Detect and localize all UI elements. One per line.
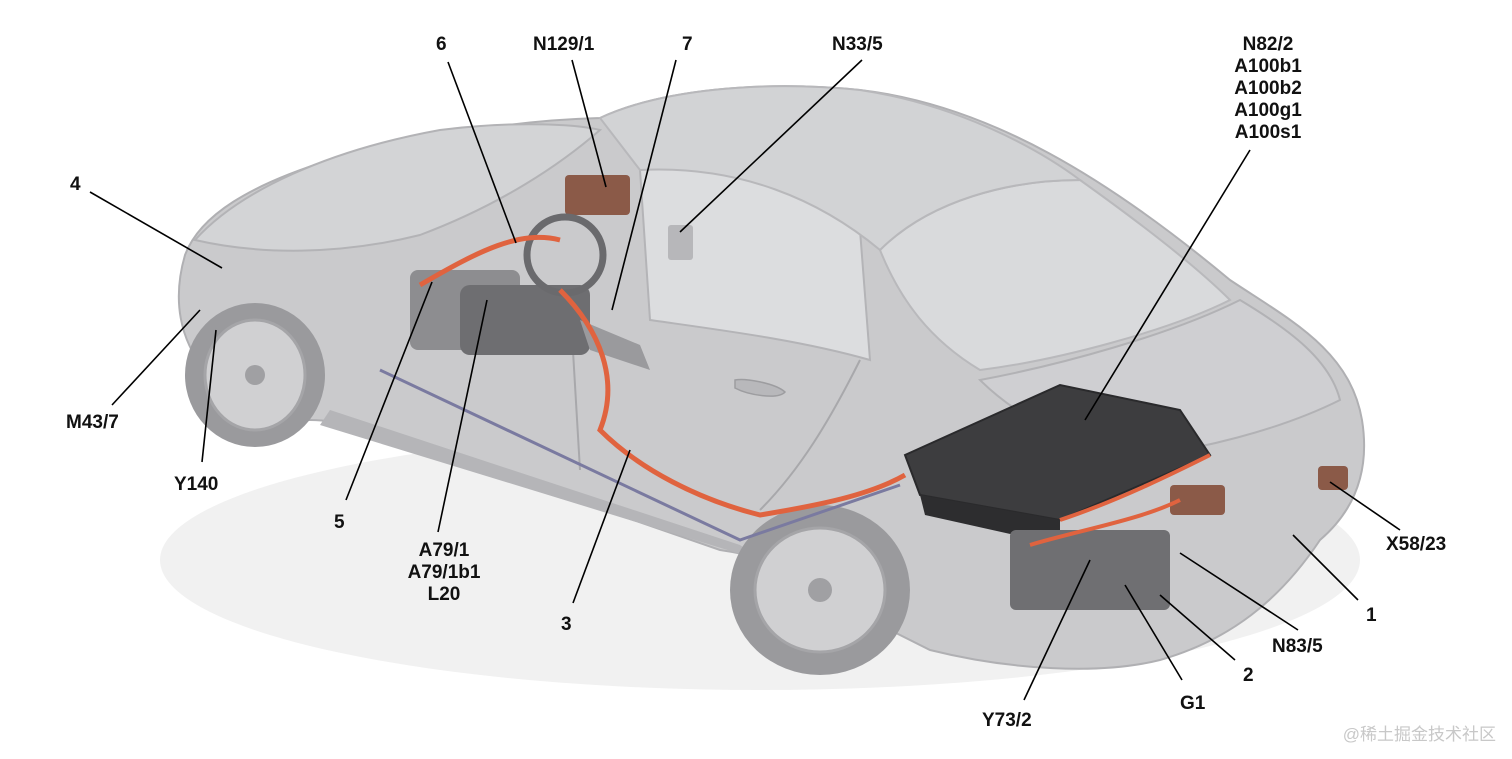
label-a79-1b1: A79/1b1 bbox=[407, 562, 481, 583]
label-l20: L20 bbox=[427, 584, 461, 605]
label-a100s1: A100s1 bbox=[1234, 122, 1302, 143]
control-unit-n33 bbox=[668, 225, 693, 260]
label-g1: G1 bbox=[1180, 693, 1206, 714]
label-a79-group: A79/1 A79/1b1 L20 bbox=[398, 540, 490, 606]
label-4: 4 bbox=[70, 174, 81, 195]
label-7: 7 bbox=[682, 34, 693, 55]
label-n129-1: N129/1 bbox=[533, 34, 595, 55]
hood bbox=[193, 123, 603, 252]
hv-cable-main bbox=[418, 234, 907, 518]
watermark: @稀土掘金技术社区 bbox=[1342, 725, 1496, 744]
rear-wheel bbox=[730, 505, 910, 675]
electric-motor bbox=[460, 285, 590, 355]
rear-module bbox=[1170, 485, 1225, 515]
label-2: 2 bbox=[1243, 665, 1254, 686]
label-5: 5 bbox=[334, 512, 345, 533]
label-1: 1 bbox=[1366, 605, 1377, 626]
rear-components bbox=[1010, 530, 1170, 610]
leader-lines bbox=[89, 59, 1401, 701]
label-n83-5: N83/5 bbox=[1272, 636, 1323, 657]
side-skirt bbox=[320, 410, 760, 560]
label-6: 6 bbox=[436, 34, 447, 55]
door-handle bbox=[734, 378, 787, 397]
label-a100g1: A100g1 bbox=[1234, 100, 1302, 121]
hv-cable-rear bbox=[1029, 453, 1211, 547]
label-m43-7: M43/7 bbox=[66, 412, 119, 433]
label-a100b1: A100b1 bbox=[1234, 56, 1302, 77]
label-y140: Y140 bbox=[174, 474, 219, 495]
front-wheel bbox=[185, 303, 325, 447]
label-y73-2: Y73/2 bbox=[982, 710, 1032, 731]
label-battery-group: N82/2 A100b1 A100b2 A100g1 A100s1 bbox=[1224, 34, 1312, 144]
roof bbox=[598, 85, 1084, 252]
label-a100b2: A100b2 bbox=[1234, 78, 1302, 99]
label-x58-23: X58/23 bbox=[1386, 534, 1447, 555]
transmission bbox=[580, 320, 650, 370]
charging-socket-x58 bbox=[1318, 466, 1348, 490]
label-n82-2: N82/2 bbox=[1242, 34, 1294, 55]
fuel-line bbox=[379, 368, 901, 542]
label-3: 3 bbox=[561, 614, 572, 635]
label-a79-1: A79/1 bbox=[418, 540, 470, 561]
label-n33-5: N33/5 bbox=[832, 34, 883, 55]
control-unit-n129 bbox=[565, 175, 630, 215]
